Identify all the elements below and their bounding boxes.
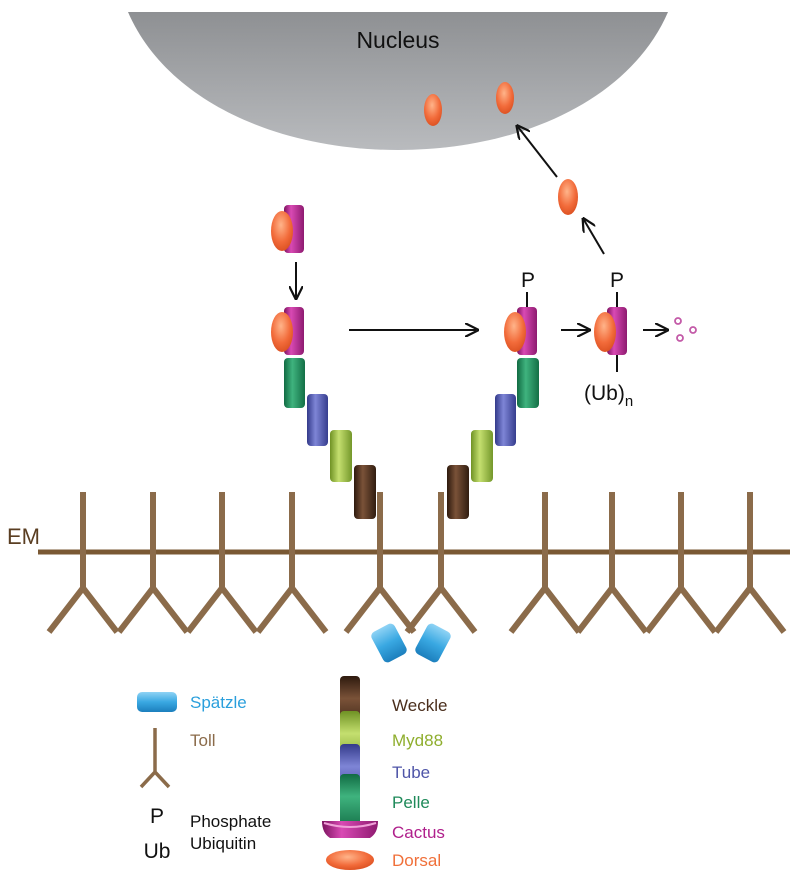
legend-phosphate-label: Phosphate: [190, 812, 271, 831]
arrow-dorsal-to-nucleus: [518, 127, 558, 178]
legend-p-symbol: P: [150, 805, 164, 828]
toll-receptors: [46, 492, 787, 634]
legend-spatzle-label: Spätzle: [190, 693, 247, 712]
legend-pelle-swatch: [340, 774, 360, 830]
free-dorsal: [558, 179, 578, 215]
toll-receptor: [185, 492, 259, 634]
toll-receptor: [644, 492, 718, 634]
nucleus: [128, 12, 668, 150]
spatzle-dimer: [371, 623, 451, 663]
right-signaling-stack: [447, 292, 539, 519]
toll-receptor: [343, 492, 417, 634]
toll-receptor: [255, 492, 329, 634]
legend-tube-label: Tube: [392, 763, 430, 782]
legend: Spätzle Toll P Ub Phosphate Ubiquitin We…: [137, 676, 447, 870]
toll-receptor: [508, 492, 582, 634]
phosphate-label-2: P: [610, 269, 624, 292]
toll-receptor: [404, 492, 478, 634]
phosphate-label-1: P: [521, 269, 535, 292]
ubiquitin-chain-label: (Ub)n: [584, 382, 633, 410]
legend-ubiquitin-label: Ubiquitin: [190, 834, 256, 853]
legend-pelle-label: Pelle: [392, 793, 430, 812]
toll-receptor: [46, 492, 120, 634]
legend-weckle-label: Weckle: [392, 696, 447, 715]
arrow-release-dorsal: [584, 220, 605, 255]
legend-toll-icon: [139, 728, 171, 789]
legend-cactus-swatch: [322, 821, 378, 838]
dorsal-in-nucleus-2: [496, 82, 514, 114]
legend-spatzle-swatch: [137, 692, 177, 712]
degraded-cactus-fragments: [674, 317, 697, 342]
legend-toll-label: Toll: [190, 731, 216, 750]
left-signaling-stack: [271, 307, 376, 519]
legend-cactus-label: Cactus: [392, 823, 445, 842]
ubiquitin-subscript: n: [625, 393, 633, 410]
legend-dorsal-label: Dorsal: [392, 851, 441, 870]
ubiquitinated-complex: [594, 292, 627, 372]
nucleus-label: Nucleus: [356, 27, 439, 53]
toll-receptor: [713, 492, 787, 634]
toll-receptor: [575, 492, 649, 634]
legend-ub-symbol: Ub: [144, 840, 171, 863]
cactus-dorsal-complex-top: [271, 205, 304, 253]
legend-myd88-label: Myd88: [392, 731, 443, 750]
toll-receptor: [116, 492, 190, 634]
legend-cactus-cup: [323, 822, 377, 828]
em-label: EM: [7, 524, 40, 549]
legend-dorsal-swatch: [326, 850, 374, 870]
dorsal-in-nucleus-1: [424, 94, 442, 126]
